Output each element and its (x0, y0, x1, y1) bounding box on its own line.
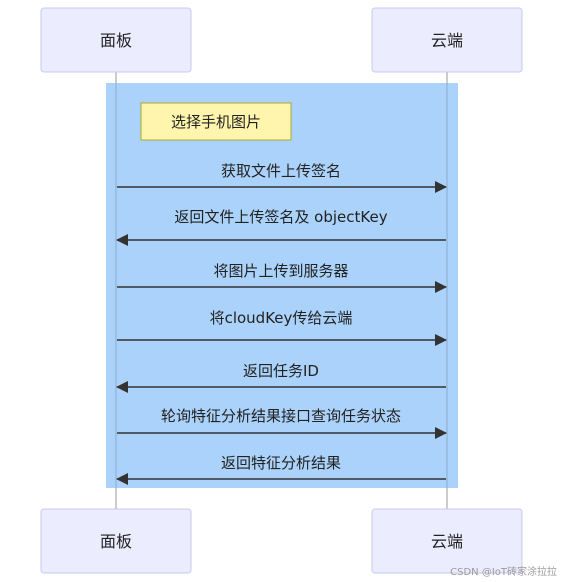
message-4: 将cloudKey传给云端 (117, 309, 447, 346)
loop-note: 选择手机图片 (140, 102, 292, 141)
message-7: 返回特征分析结果 (116, 454, 446, 485)
participant-cloud-top-label: 云端 (431, 31, 463, 50)
participant-cloud-bottom-label: 云端 (431, 532, 463, 551)
message-3-label: 将图片上传到服务器 (213, 262, 348, 280)
message-2: 返回文件上传签名及 objectKey (116, 208, 446, 246)
highlight-region (106, 83, 458, 488)
watermark: CSDN @IoT砖家涂拉拉 (450, 567, 557, 578)
participant-panel-top-label: 面板 (100, 31, 132, 50)
loop-note-label: 选择手机图片 (171, 113, 261, 131)
message-7-label: 返回特征分析结果 (221, 454, 341, 472)
message-6: 轮询特征分析结果接口查询任务状态 (117, 407, 447, 439)
participant-panel-top: 面板 (40, 7, 192, 73)
message-5: 返回任务ID (116, 362, 446, 393)
message-5-label: 返回任务ID (243, 362, 319, 380)
participant-panel-bottom-label: 面板 (100, 532, 132, 551)
message-6-label: 轮询特征分析结果接口查询任务状态 (161, 407, 401, 425)
message-3: 将图片上传到服务器 (117, 262, 447, 293)
participant-cloud-bottom: 云端 (371, 508, 523, 574)
message-1: 获取文件上传签名 (117, 162, 447, 193)
message-2-label: 返回文件上传签名及 objectKey (174, 208, 387, 226)
message-1-label: 获取文件上传签名 (221, 162, 341, 180)
participant-panel-bottom: 面板 (40, 508, 192, 574)
participant-cloud-top: 云端 (371, 7, 523, 73)
message-4-label: 将cloudKey传给云端 (210, 309, 353, 327)
